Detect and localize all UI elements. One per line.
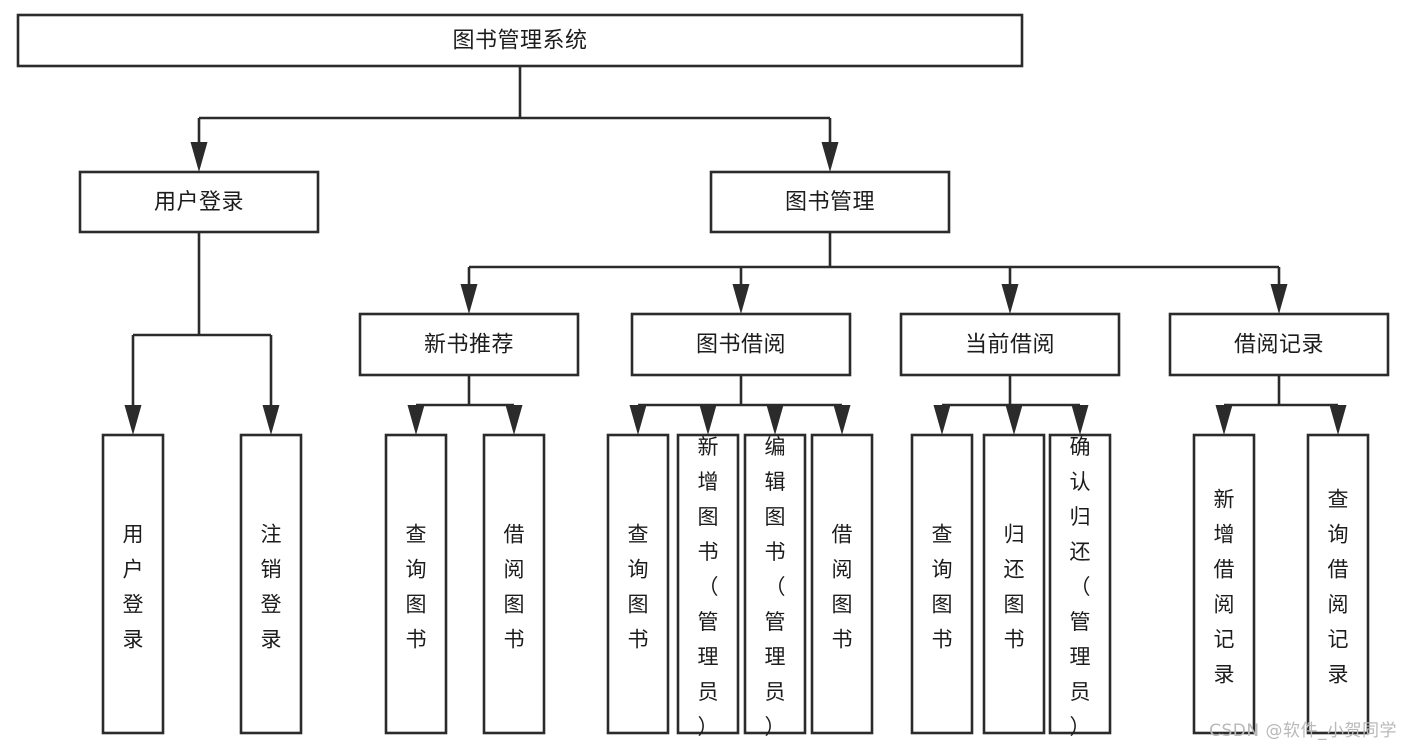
- node-label-new-book-recommend: 新书推荐: [424, 333, 514, 358]
- node-box-book-borrow[interactable]: [630, 312, 852, 377]
- node-box-current-borrow[interactable]: [899, 312, 1121, 377]
- node-box-leaf-edit-book[interactable]: [743, 433, 807, 735]
- conn-root-to-level2: [190, 66, 839, 172]
- node-label-leaf-borrow-book: 借阅图书: [832, 522, 853, 651]
- node-label-leaf-logout: 注销登录: [261, 522, 282, 651]
- node-box-leaf-query-book-current[interactable]: [910, 433, 974, 735]
- arrow-head-icon: [699, 405, 717, 435]
- node-box-leaf-logout[interactable]: [239, 433, 303, 735]
- node-label-leaf-borrow-book-recommend: 借阅图书: [504, 522, 525, 651]
- conn-current-borrow-to-leaves: [933, 375, 1089, 435]
- node-book-manage[interactable]: 图书管理: [709, 170, 951, 234]
- conn-user-login-to-leaves: [124, 232, 280, 435]
- arrow-head-icon: [1071, 405, 1089, 435]
- node-label-leaf-user-login: 用户登录: [123, 522, 144, 651]
- conn-new-book-recommend-to-leaves: [407, 375, 523, 435]
- node-new-book-recommend[interactable]: 新书推荐: [358, 312, 580, 377]
- node-box-leaf-query-borrow-record[interactable]: [1306, 433, 1370, 735]
- conn-book-manage-to-level3: [460, 232, 1288, 314]
- conn-borrow-records-to-leaves: [1215, 375, 1347, 435]
- node-root[interactable]: 图书管理系统: [16, 13, 1024, 68]
- arrow-head-icon: [629, 405, 647, 435]
- node-label-leaf-add-book: 新增图书（管理员）: [698, 435, 719, 739]
- node-borrow-records[interactable]: 借阅记录: [1168, 312, 1390, 377]
- node-label-user-login: 用户登录: [154, 190, 244, 215]
- arrow-head-icon: [460, 284, 478, 314]
- node-label-leaf-query-book-recommend: 查询图书: [406, 522, 427, 651]
- node-label-book-manage: 图书管理: [785, 190, 875, 215]
- arrow-head-icon: [933, 405, 951, 435]
- arrow-head-icon: [1001, 284, 1019, 314]
- node-book-borrow[interactable]: 图书借阅: [630, 312, 852, 377]
- node-leaf-add-book[interactable]: 新增图书（管理员）: [676, 433, 740, 739]
- node-label-root: 图书管理系统: [452, 29, 587, 54]
- node-leaf-user-login[interactable]: 用户登录: [101, 433, 165, 735]
- arrow-head-icon: [505, 405, 523, 435]
- nodes-layer: 图书管理系统用户登录图书管理新书推荐图书借阅当前借阅借阅记录用户登录注销登录查询…: [16, 13, 1390, 739]
- node-leaf-query-borrow-record[interactable]: 查询借阅记录: [1306, 433, 1370, 735]
- node-leaf-add-borrow-record[interactable]: 新增借阅记录: [1192, 433, 1256, 735]
- node-leaf-borrow-book[interactable]: 借阅图书: [810, 433, 874, 735]
- node-leaf-query-book-recommend[interactable]: 查询图书: [384, 433, 448, 735]
- node-leaf-logout[interactable]: 注销登录: [239, 433, 303, 735]
- arrow-head-icon: [732, 284, 750, 314]
- arrow-head-icon: [124, 405, 142, 435]
- node-label-leaf-query-book-borrow: 查询图书: [628, 522, 649, 651]
- node-label-borrow-records: 借阅记录: [1234, 333, 1324, 358]
- node-box-book-manage[interactable]: [709, 170, 951, 234]
- node-leaf-return-book[interactable]: 归还图书: [982, 433, 1046, 735]
- node-leaf-query-book-current[interactable]: 查询图书: [910, 433, 974, 735]
- node-label-leaf-add-borrow-record: 新增借阅记录: [1214, 487, 1235, 686]
- node-label-book-borrow: 图书借阅: [696, 333, 786, 358]
- node-leaf-confirm-return[interactable]: 确认归还（管理员）: [1048, 433, 1112, 739]
- arrow-head-icon: [1005, 405, 1023, 435]
- node-box-borrow-records[interactable]: [1168, 312, 1390, 377]
- node-label-leaf-confirm-return: 确认归还（管理员）: [1070, 435, 1091, 739]
- node-box-leaf-return-book[interactable]: [982, 433, 1046, 735]
- arrow-head-icon: [1215, 405, 1233, 435]
- connectors-layer: [124, 66, 1347, 435]
- node-box-leaf-borrow-book-recommend[interactable]: [482, 433, 546, 735]
- node-leaf-borrow-book-recommend[interactable]: 借阅图书: [482, 433, 546, 735]
- node-leaf-query-book-borrow[interactable]: 查询图书: [606, 433, 670, 735]
- node-user-login[interactable]: 用户登录: [78, 170, 320, 234]
- node-box-user-login[interactable]: [78, 170, 320, 234]
- node-box-leaf-query-book-recommend[interactable]: [384, 433, 448, 735]
- node-label-leaf-return-book: 归还图书: [1004, 522, 1025, 651]
- arrow-head-icon: [833, 405, 851, 435]
- arrow-head-icon: [821, 142, 839, 172]
- arrow-head-icon: [1329, 405, 1347, 435]
- node-box-leaf-add-borrow-record[interactable]: [1192, 433, 1256, 735]
- node-label-leaf-query-borrow-record: 查询借阅记录: [1328, 487, 1349, 686]
- node-box-root[interactable]: [16, 13, 1024, 68]
- node-box-leaf-add-book[interactable]: [676, 433, 740, 735]
- node-box-leaf-user-login[interactable]: [101, 433, 165, 735]
- arrow-head-icon: [766, 405, 784, 435]
- node-box-leaf-confirm-return[interactable]: [1048, 433, 1112, 735]
- arrow-head-icon: [190, 142, 208, 172]
- arrow-head-icon: [1270, 284, 1288, 314]
- arrow-head-icon: [407, 405, 425, 435]
- node-label-current-borrow: 当前借阅: [965, 333, 1055, 358]
- conn-book-borrow-to-leaves: [629, 375, 851, 435]
- node-label-leaf-edit-book: 编辑图书（管理员）: [765, 435, 786, 739]
- arrow-head-icon: [262, 405, 280, 435]
- node-box-leaf-borrow-book[interactable]: [810, 433, 874, 735]
- node-box-new-book-recommend[interactable]: [358, 312, 580, 377]
- csdn-watermark: CSDN @软件_小贺同学: [1209, 721, 1397, 741]
- node-label-leaf-query-book-current: 查询图书: [932, 522, 953, 651]
- node-box-leaf-query-book-borrow[interactable]: [606, 433, 670, 735]
- node-current-borrow[interactable]: 当前借阅: [899, 312, 1121, 377]
- node-leaf-edit-book[interactable]: 编辑图书（管理员）: [743, 433, 807, 739]
